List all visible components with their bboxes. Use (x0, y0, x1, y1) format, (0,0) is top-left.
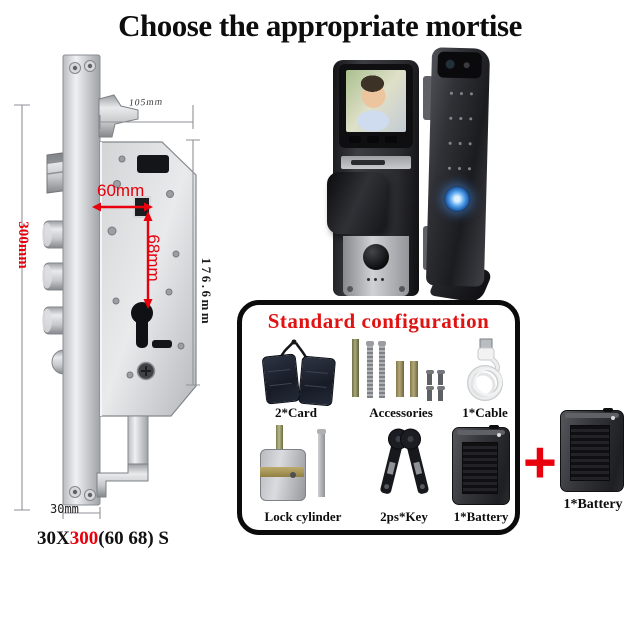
config-item-battery: 1*Battery (448, 425, 514, 525)
standard-configuration-box: Standard configuration 2*Card (237, 300, 520, 535)
spindle-icon (410, 361, 418, 397)
speaker-hole (374, 278, 377, 281)
bottom-latch (96, 415, 149, 498)
dim-center-68: 68mm (144, 234, 163, 282)
small-screw-icon (425, 370, 434, 385)
model-size: 300 (69, 528, 99, 549)
screen-button (367, 136, 379, 143)
config-item-label: 2*Card (275, 405, 317, 420)
camera-sensor (463, 62, 470, 69)
extra-battery-label: 1*Battery (563, 497, 623, 512)
extra-battery-icon (560, 408, 624, 492)
screw-icon (366, 341, 374, 398)
dimension-lines (14, 104, 200, 519)
config-item-card: 2*Card (250, 337, 342, 421)
screw (347, 286, 353, 292)
spindle-icon (396, 361, 404, 397)
config-item-label: 1*Battery (453, 509, 509, 524)
screen-button (385, 136, 397, 143)
screen-button (349, 136, 361, 143)
camera-lens (445, 59, 455, 69)
square-rod-icon (352, 339, 359, 397)
model-suffix: (60 68) S (98, 528, 169, 549)
config-item-label: 1*Cable (462, 405, 508, 420)
battery-cover-slot (341, 156, 411, 169)
mortise-lock-drawing (14, 54, 200, 519)
keys-icon (380, 428, 429, 494)
config-item-label: Accessories (369, 405, 433, 420)
door-handle (327, 172, 387, 234)
config-item-label: 2ps*Key (380, 509, 428, 524)
smart-lock-photo (325, 47, 520, 304)
config-item-key: 2ps*Key (358, 425, 450, 525)
model-code: 30X300(60 68) S (14, 528, 192, 550)
small-screw-icon (436, 370, 445, 385)
model-prefix: 30X (37, 528, 70, 549)
thumb-turn-knob (363, 244, 389, 270)
config-title: Standard configuration (267, 309, 490, 333)
screw (399, 286, 405, 292)
dim-backset-60: 60mm (97, 181, 145, 200)
dim-faceplate-30: 30mm (50, 502, 79, 516)
config-item-accessories: Accessories (342, 337, 460, 421)
page-title: Choose the appropriate mortise (118, 8, 522, 43)
dim-body-height-176: 176.6mm (199, 257, 214, 327)
fingerprint-sensor (443, 185, 471, 213)
speaker-hole (367, 278, 370, 281)
config-item-lock-cylinder: Lock cylinder (252, 425, 354, 525)
smart-lock-exterior-panel (425, 47, 491, 287)
hook-latch (98, 94, 139, 138)
video-screen (346, 70, 406, 132)
mortise-diagram: 105mm 300mm 176.6mm 60mm 68mm 30mm 30X30… (0, 45, 235, 585)
speaker-hole (381, 278, 384, 281)
interior-lower-panel (343, 236, 409, 296)
usb-cable-icon (467, 338, 503, 401)
red-dimension-arrows (92, 202, 153, 309)
key-card-icon (297, 355, 337, 407)
hinge-tab (423, 76, 433, 120)
small-screw-icon (436, 386, 445, 401)
config-item-label: Lock cylinder (264, 509, 342, 524)
touch-keypad (444, 91, 476, 171)
plus-sign: + (523, 430, 557, 495)
screw-icon (378, 341, 386, 398)
small-screw-icon (425, 386, 434, 401)
config-item-cable: 1*Cable (458, 337, 512, 421)
key-card-icon (261, 353, 301, 405)
faceplate (62, 54, 101, 506)
lock-cylinder-icon (252, 425, 354, 505)
screen-bezel (339, 64, 413, 148)
dim-height-300: 300mm (15, 221, 31, 269)
smart-lock-interior-panel (327, 60, 419, 296)
face-recognition-camera (437, 51, 483, 79)
battery-icon (452, 425, 510, 505)
